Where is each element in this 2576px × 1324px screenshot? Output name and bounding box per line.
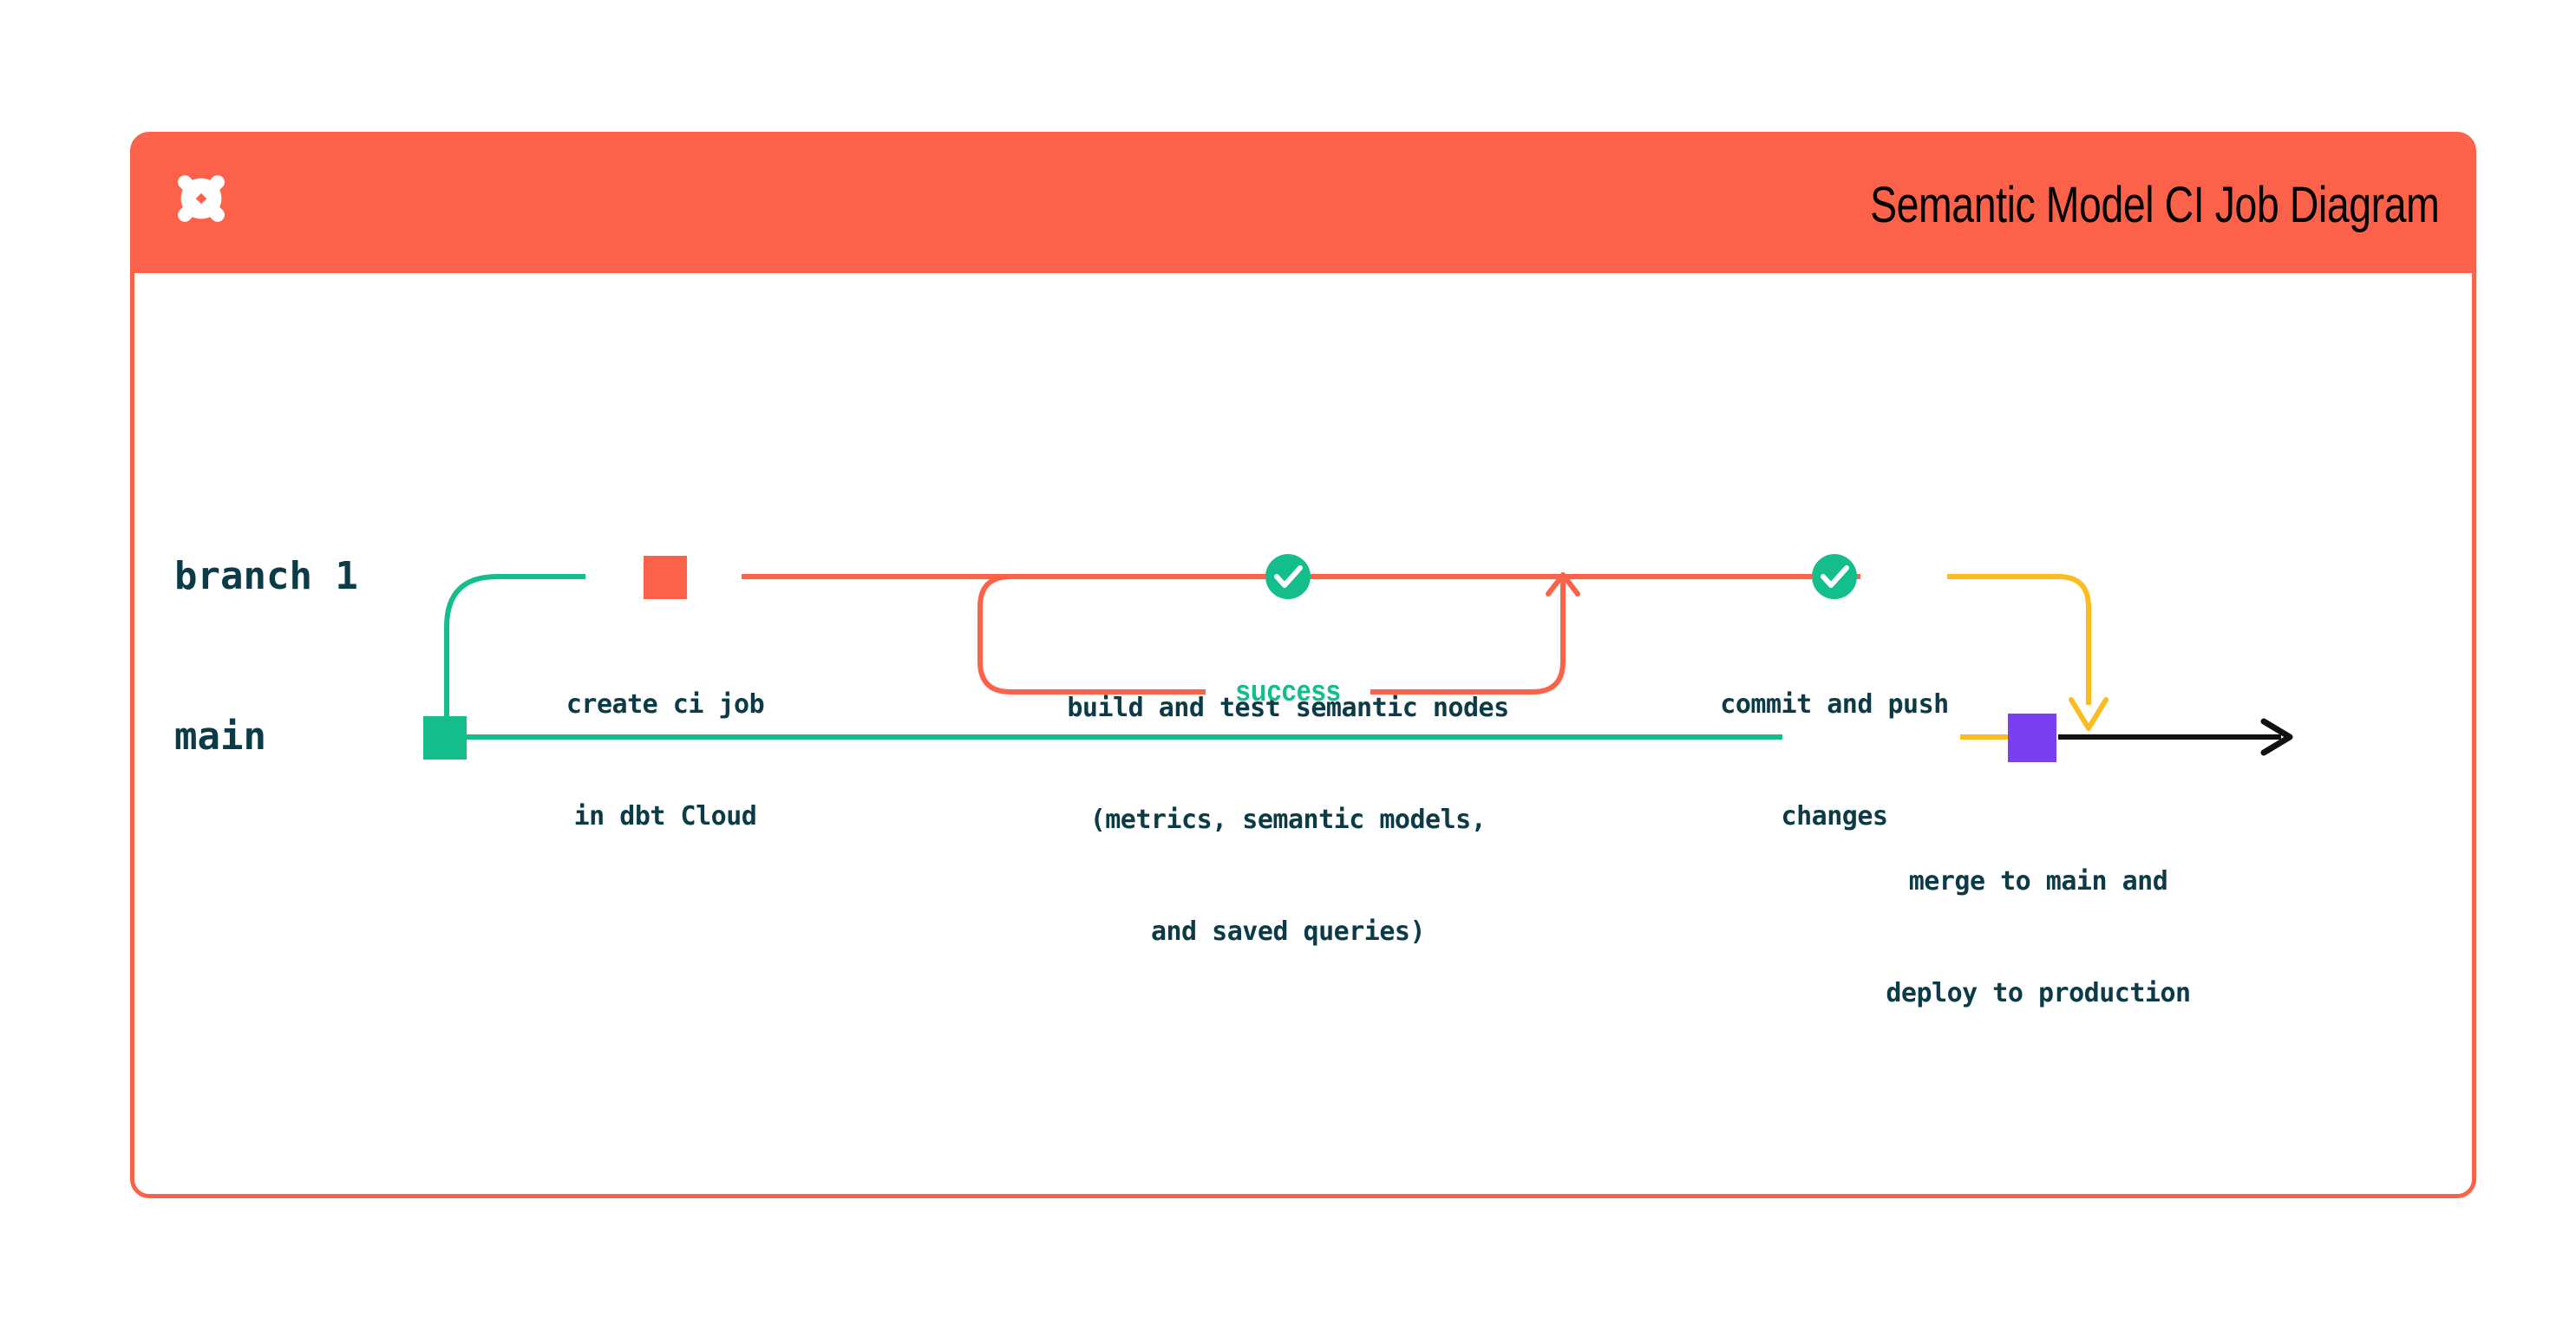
caption-merge-to-main-line-2: deploy to production xyxy=(1886,978,2191,1008)
git-flow-diagram xyxy=(134,273,2472,1194)
node-build-and-test[interactable] xyxy=(1265,554,1311,599)
caption-build-and-test-line-3: and saved queries) xyxy=(1150,916,1426,947)
card-body: branch 1 main create ci job in dbt Cloud… xyxy=(134,273,2472,1194)
branch-out-edge xyxy=(444,574,585,737)
caption-commit-and-push-line-1: commit and push xyxy=(1720,689,1949,720)
lane-label-branch-1: branch 1 xyxy=(174,554,358,598)
caption-build-and-test: build and test semantic nodes (metrics, … xyxy=(1028,615,1548,1025)
caption-build-and-test-line-1: build and test semantic nodes xyxy=(1067,693,1509,723)
check-icon xyxy=(1821,565,1849,588)
check-icon xyxy=(1274,565,1303,588)
caption-create-ci-job: create ci job in dbt Cloud xyxy=(513,611,817,910)
node-main-start[interactable] xyxy=(423,716,467,760)
lane-label-main: main xyxy=(174,714,266,759)
caption-commit-and-push: commit and push changes xyxy=(1618,611,2051,910)
continue-main-arrow-head-icon xyxy=(2260,718,2293,756)
ci-loop-left-path xyxy=(977,574,1288,695)
edge-label-success: success xyxy=(1235,675,1342,708)
ci-loop-arrow-head-icon xyxy=(1546,572,1580,597)
caption-create-ci-job-line-2: in dbt Cloud xyxy=(573,801,757,832)
node-create-ci-job[interactable] xyxy=(644,556,687,599)
node-commit-and-push[interactable] xyxy=(1812,554,1857,599)
dbt-x-logo-icon xyxy=(178,175,225,222)
caption-merge-to-main: merge to main and deploy to production xyxy=(1787,788,2290,1086)
merge-down-arrow-head-icon xyxy=(2069,697,2109,731)
page-title: Semantic Model CI Job Diagram xyxy=(1869,176,2440,233)
caption-create-ci-job-line-1: create ci job xyxy=(566,689,765,720)
caption-build-and-test-line-2: (metrics, semantic models, xyxy=(1089,805,1487,835)
card-header: Semantic Model CI Job Diagram xyxy=(134,136,2472,273)
merge-down-edge xyxy=(1947,574,2091,705)
caption-commit-and-push-line-2: changes xyxy=(1781,801,1888,832)
node-merge-to-main[interactable] xyxy=(2008,714,2056,762)
caption-merge-to-main-line-1: merge to main and xyxy=(1908,866,2168,897)
diagram-card: Semantic Model CI Job Diagram xyxy=(130,132,2476,1198)
